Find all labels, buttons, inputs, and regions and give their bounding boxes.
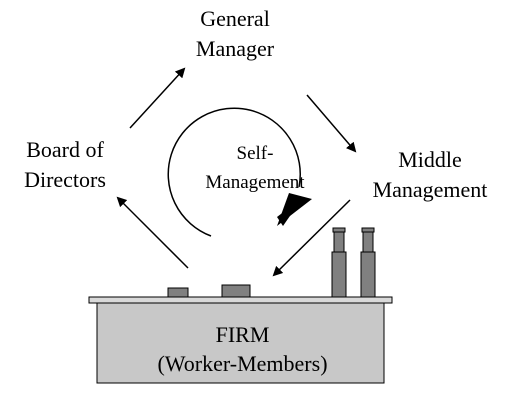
self-management-arrowhead-fill (277, 193, 312, 226)
general-manager-label-line-2: Manager (195, 36, 275, 61)
firm-label: FIRM (Worker-Members) (110, 320, 375, 378)
self-management-label-line-1: Self- (236, 143, 274, 164)
firm-building (96, 302, 385, 384)
general-manager-label: General Manager (150, 4, 320, 64)
chimney-right (360, 227, 376, 298)
arrow-firm-to-board (116, 196, 189, 269)
general-manager-label-line-1: General (200, 6, 270, 31)
roof-block-small (167, 287, 189, 298)
middle-management-label-line-2: Management (372, 177, 488, 202)
self-management-label: Self- Management (180, 139, 330, 197)
middle-management-label: Middle Management (355, 145, 505, 205)
self-management-circular-arrow (167, 107, 301, 237)
arrow-middle-management-to-firm (272, 199, 351, 277)
middle-management-label-line-1: Middle (398, 147, 462, 172)
roof-block-large (221, 284, 251, 298)
chimney-left (331, 227, 347, 298)
firm-label-line-2: (Worker-Members) (157, 351, 328, 376)
arrow-board-to-general-manager (129, 67, 186, 129)
self-management-label-line-2: Management (205, 172, 305, 193)
board-of-directors-label-line-2: Directors (24, 167, 106, 192)
firm-label-line-1: FIRM (215, 322, 270, 347)
firm-roof (88, 296, 393, 304)
arrow-general-manager-to-middle-management (306, 94, 357, 153)
board-of-directors-label-line-1: Board of (26, 137, 104, 162)
board-of-directors-label: Board of Directors (0, 135, 130, 195)
